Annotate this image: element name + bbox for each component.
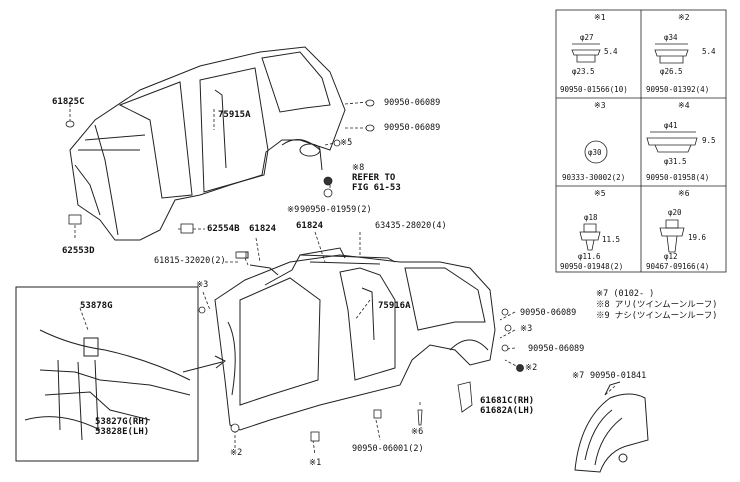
label-61825C[interactable]: 61825C: [52, 97, 85, 107]
marker-6: ※6: [411, 427, 424, 437]
marker-2-right: ※2: [525, 363, 538, 373]
grid-c3-mark: ※3: [594, 101, 606, 110]
grid-c5-h: 11.5: [602, 235, 621, 244]
grid-c3-d1: φ30: [588, 148, 602, 157]
marker-5-upper: ※5: [340, 138, 353, 148]
marker-8: ※8: [352, 163, 365, 173]
lower-body-panel: [214, 247, 496, 431]
grid-c5-d2: φ11.6: [578, 252, 601, 261]
label-61815-32020[interactable]: 61815-32020(2): [154, 256, 226, 266]
grid-c1-h: 5.4: [604, 47, 618, 56]
note-9: ※9 ナシ(ツインムーンルーフ): [596, 311, 718, 321]
marker-3-right: ※3: [520, 324, 533, 334]
label-63435-28020[interactable]: 63435-28020(4): [375, 221, 447, 231]
label-62553D[interactable]: 62553D: [62, 246, 95, 256]
label-90950-06089-b[interactable]: 90950-06089: [384, 123, 441, 133]
marker-7: ※7: [572, 371, 585, 381]
refer-to-line2[interactable]: FIG 61-53: [352, 183, 401, 193]
grid-c4-h: 9.5: [702, 136, 716, 145]
grid-c5-mark: ※5: [594, 189, 606, 198]
label-53878G[interactable]: 53878G: [80, 301, 113, 311]
grid-c4-mark: ※4: [678, 101, 690, 110]
label-61824-a[interactable]: 61824: [249, 224, 277, 234]
note-7: ※7 (0102- ): [596, 289, 655, 299]
inset-arrow: [182, 361, 223, 373]
grid-c6-d2: φ12: [664, 252, 678, 261]
grid-c2-partno[interactable]: 90950-01392(4): [646, 85, 710, 94]
note-8: ※8 アリ(ツインムーンルーフ): [596, 300, 718, 310]
grid-c1-d2: φ23.5: [572, 67, 595, 76]
grid-c5-d1: φ18: [584, 213, 598, 222]
label-53828E[interactable]: 53828E(LH): [95, 427, 150, 437]
label-61681C[interactable]: 61681C(RH): [480, 396, 535, 406]
marker-1: ※1: [309, 458, 322, 468]
grid-c1-partno[interactable]: 90950-01566(10): [560, 85, 628, 94]
grid-c2-h: 5.4: [702, 47, 716, 56]
label-90950-01959[interactable]: 90950-01959(2): [300, 205, 372, 215]
grid-c4-d2: φ31.5: [664, 157, 687, 166]
label-75916A[interactable]: 75916A: [378, 301, 411, 311]
inset-detail-frame: [15, 286, 199, 462]
label-62554B[interactable]: 62554B: [207, 224, 240, 234]
marker-3-left: ※3: [196, 280, 209, 290]
label-61682A[interactable]: 61682A(LH): [480, 406, 535, 416]
grid-c6-partno[interactable]: 90467-09166(4): [646, 262, 710, 271]
grid-c5-partno[interactable]: 90950-01948(2): [560, 262, 624, 271]
grid-c4-partno[interactable]: 90950-01958(4): [646, 173, 710, 182]
label-61824-b[interactable]: 61824: [296, 221, 324, 231]
grid-c1-mark: ※1: [594, 13, 606, 22]
label-90950-06089-c[interactable]: 90950-06089: [520, 308, 577, 318]
grid-c2-mark: ※2: [678, 13, 690, 22]
grid-c6-d1: φ20: [668, 208, 682, 217]
inset-detail-drawing: [24, 329, 191, 441]
label-90950-06001[interactable]: 90950-06001(2): [352, 444, 424, 454]
grid-c1-d1: φ27: [580, 33, 594, 42]
label-90950-06089-d[interactable]: 90950-06089: [528, 344, 585, 354]
label-90950-06089-a[interactable]: 90950-06089: [384, 98, 441, 108]
fastener-grid: [555, 9, 727, 273]
grid-c2-d2: φ26.5: [660, 67, 683, 76]
grid-c6-mark: ※6: [678, 189, 690, 198]
refer-to-line1[interactable]: REFER TO: [352, 173, 396, 183]
label-75915A[interactable]: 75915A: [218, 110, 251, 120]
grid-c6-h: 19.6: [688, 233, 707, 242]
grid-c3-partno[interactable]: 90333-30002(2): [562, 173, 626, 182]
upper-body-panel: [69, 46, 346, 241]
label-90950-01841[interactable]: 90950-01841: [590, 371, 647, 381]
marker-2-bottom: ※2: [230, 448, 243, 458]
marker-9: ※9: [287, 205, 300, 215]
label-53827G[interactable]: 53827G(RH): [95, 417, 150, 427]
grid-c2-d1: φ34: [664, 33, 678, 42]
grid-c4-d1: φ41: [664, 121, 678, 130]
wheel-arch-liner: [574, 381, 649, 473]
